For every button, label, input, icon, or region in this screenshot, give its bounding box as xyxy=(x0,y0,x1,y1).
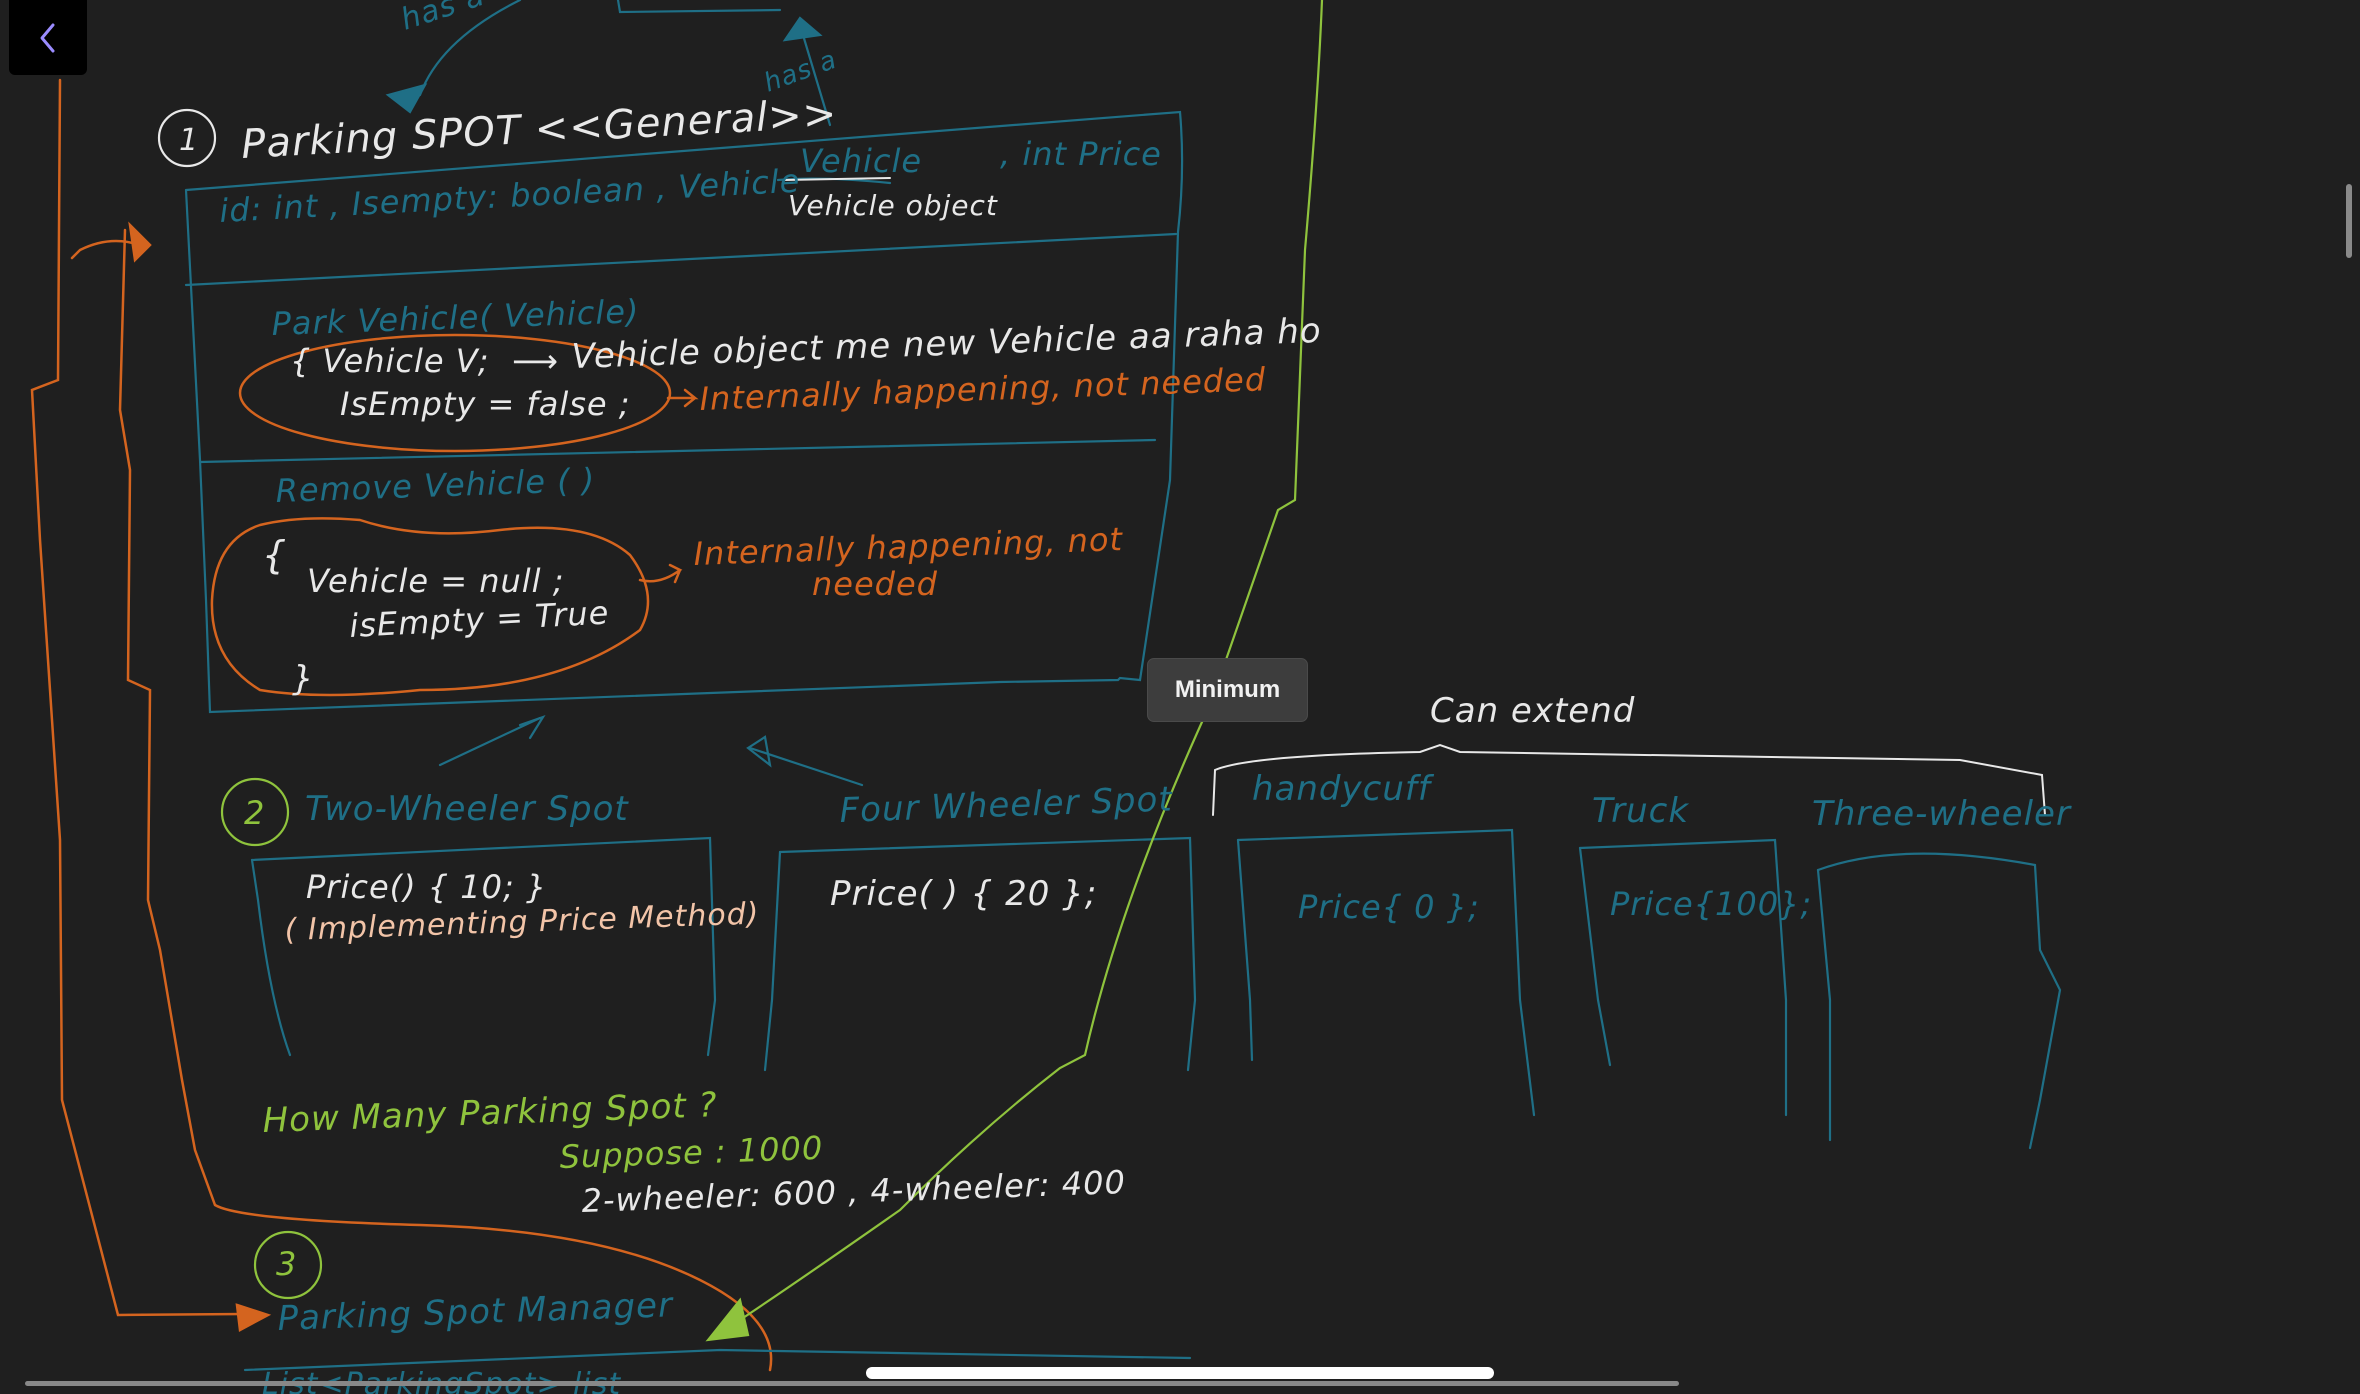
spots-suppose: Suppose : 1000 xyxy=(559,1129,824,1176)
three-wheeler-title: Three-wheeler xyxy=(1812,794,2072,834)
chevron-left-icon xyxy=(40,23,55,52)
teal-strokes xyxy=(184,0,2062,1372)
section1-field-vehicle: Vehicle xyxy=(800,142,922,180)
back-button[interactable] xyxy=(9,0,87,75)
two-wheeler-price: Price() { 10; } xyxy=(306,868,547,906)
section1-title: Parking SPOT <<General>> xyxy=(240,91,838,168)
vertical-scrollbar[interactable] xyxy=(2346,184,2352,258)
park-vehicle-line2: IsEmpty = false ; xyxy=(340,385,631,423)
section1-fields: id: int , Isempty: boolean , Vehicle xyxy=(218,162,801,230)
handicuff-title: handycuff xyxy=(1252,769,1435,809)
park-vehicle-line1: { Vehicle V; xyxy=(290,342,490,380)
truck-price: Price{100}; xyxy=(1610,885,1812,923)
four-wheeler-title: Four Wheeler Spot xyxy=(839,779,1174,831)
remove-line2: isEmpty = True xyxy=(348,593,610,645)
park-vehicle-arrow: ⟶ xyxy=(512,342,559,380)
section2-number: 2 xyxy=(244,794,265,832)
home-indicator[interactable] xyxy=(866,1367,1494,1379)
two-wheeler-title: Two-Wheeler Spot xyxy=(305,789,629,829)
park-vehicle-method: Park Vehicle( Vehicle) xyxy=(271,292,640,343)
four-wheeler-price: Price( ) { 20 }; xyxy=(830,874,1097,914)
remove-open-brace: { xyxy=(262,533,287,577)
can-extend-label: Can extend xyxy=(1430,691,1635,731)
spots-question: How Many Parking Spot ? xyxy=(262,1085,718,1141)
section3-title: Parking Spot Manager xyxy=(277,1285,675,1339)
section3-number: 3 xyxy=(276,1245,297,1283)
white-strokes xyxy=(783,177,2046,816)
section1-field-price: , int Price xyxy=(1000,135,1162,173)
remove-close-brace: } xyxy=(292,659,315,699)
vehicle-object-label: Vehicle object xyxy=(788,189,998,222)
handicuff-price: Price{ 0 }; xyxy=(1298,888,1480,926)
remove-vehicle-method: Remove Vehicle ( ) xyxy=(275,461,596,510)
tooltip-minimum: Minimum xyxy=(1147,658,1308,722)
section1-number: 1 xyxy=(179,123,199,158)
truck-title: Truck xyxy=(1592,791,1689,831)
remove-internal-note2: needed xyxy=(812,565,938,603)
has-a-label-top: has a xyxy=(397,0,490,38)
horizontal-scrollbar[interactable] xyxy=(25,1381,1679,1386)
remove-line1: Vehicle = null ; xyxy=(307,562,565,600)
orange-strokes xyxy=(30,78,773,1372)
